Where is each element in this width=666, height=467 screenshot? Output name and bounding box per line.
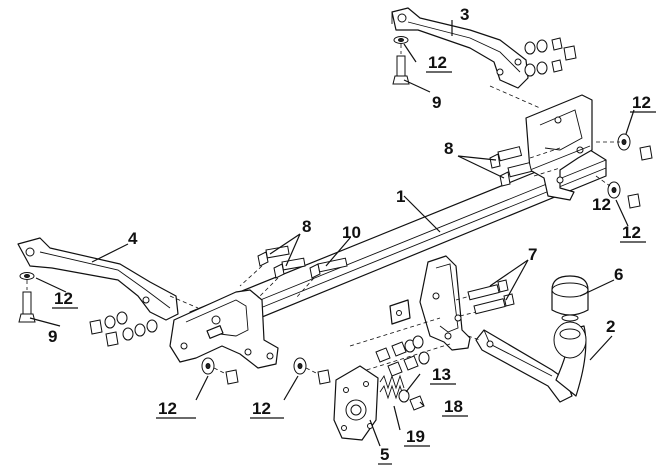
label-8a: 8 <box>444 139 453 158</box>
bolts-left-group <box>239 245 306 299</box>
label-12a: 12 <box>428 53 447 72</box>
alignment-lines <box>169 85 620 341</box>
label-4: 4 <box>128 229 138 248</box>
washer-left-a <box>201 357 239 385</box>
bolts-right-group <box>489 146 561 187</box>
label-12b: 12 <box>54 289 73 308</box>
label-12f: 12 <box>252 399 271 418</box>
washer-right-a <box>617 133 653 161</box>
callout-underlines <box>52 71 656 465</box>
center-nuts <box>349 317 451 377</box>
center-bracket <box>419 255 471 351</box>
arm-right-nuts <box>524 37 577 77</box>
arm-right-bolt <box>392 36 410 85</box>
small-plate <box>389 299 411 325</box>
label-7: 7 <box>528 245 537 264</box>
washer-13 <box>398 389 410 403</box>
bolts-7 <box>455 279 515 317</box>
arm-left-nuts <box>89 311 158 347</box>
side-arm-right <box>391 7 529 89</box>
label-13: 13 <box>432 365 451 384</box>
label-9a: 9 <box>432 93 441 112</box>
callout-numbers: 1 2 3 4 5 6 7 8 8 9 9 10 12 12 12 12 12 … <box>48 5 651 464</box>
label-12d: 12 <box>622 223 641 242</box>
ball-cap <box>551 275 589 322</box>
arm-left-bolt <box>18 272 36 323</box>
label-12c: 12 <box>632 93 651 112</box>
spring-19 <box>379 374 405 400</box>
label-1: 1 <box>396 187 405 206</box>
socket-plate <box>333 365 379 441</box>
label-12e: 12 <box>158 399 177 418</box>
label-3: 3 <box>460 5 469 24</box>
label-9b: 9 <box>48 327 57 346</box>
label-8b: 8 <box>302 217 311 236</box>
label-6: 6 <box>614 265 623 284</box>
washer-right-b <box>607 181 641 209</box>
label-18: 18 <box>444 397 463 416</box>
bolt-10 <box>295 257 348 299</box>
label-5: 5 <box>380 445 389 464</box>
nut-18 <box>409 395 425 411</box>
washer-left-b <box>293 357 331 385</box>
leader-lines <box>29 20 635 447</box>
label-10: 10 <box>342 223 361 242</box>
label-19: 19 <box>406 427 425 446</box>
left-mounting-bracket <box>169 289 279 369</box>
label-12g: 12 <box>592 195 611 214</box>
ball-mount-arm <box>475 321 587 403</box>
side-arm-left <box>17 237 179 321</box>
label-2: 2 <box>606 317 615 336</box>
